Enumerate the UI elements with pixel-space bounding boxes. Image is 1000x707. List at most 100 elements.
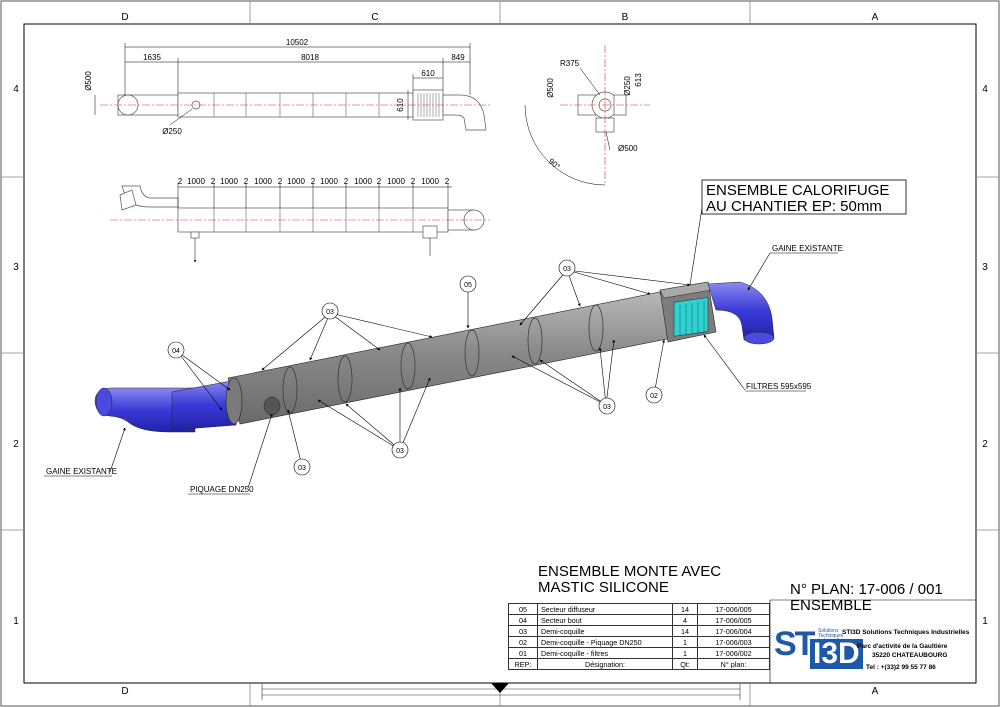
title-block — [769, 599, 976, 683]
dim-diam-left: Ø500 — [84, 71, 93, 91]
logo-3d: I3D — [810, 639, 863, 669]
balloon-03-bottom-label: 03 — [298, 465, 306, 472]
bom-row: 04 Secteur bout 4 17-006/005 — [508, 614, 770, 626]
seg-11: 1000 — [354, 177, 372, 186]
bom-plan: 17-006/004 — [697, 625, 770, 637]
balloon-03-lower-label: 03 — [396, 448, 404, 455]
balloon-03-bottom — [293, 458, 311, 476]
seg-4: 2 — [244, 177, 249, 186]
zone-letter-top-b: B — [622, 12, 629, 23]
bom-plan: 17-006/002 — [697, 647, 770, 659]
detail-diam-top: Ø500 — [546, 78, 555, 98]
piquage-label: PIQUAGE DN250 — [190, 485, 254, 494]
dim-piquage: Ø250 — [162, 127, 182, 136]
zone-letter-top-a: A — [872, 12, 879, 23]
zone-number-left-2: 2 — [13, 439, 19, 450]
plan-name: ENSEMBLE — [790, 597, 872, 614]
bom-rep: 01 — [508, 647, 538, 659]
seg-2: 2 — [211, 177, 216, 186]
calorifuge-line1: ENSEMBLE CALORIFUGE — [706, 182, 889, 199]
bom-header-designation: Désignation: — [537, 658, 673, 670]
assembly-3d — [94, 281, 775, 433]
dim-middle: 8018 — [301, 53, 319, 62]
bom-rep: 02 — [508, 636, 538, 648]
zone-letter-top-d: D — [121, 12, 128, 23]
dim-overall: 10502 — [286, 38, 309, 47]
balloon-02-label: 02 — [650, 393, 658, 400]
balloon-04-label: 04 — [172, 348, 180, 355]
balloon-02 — [645, 386, 663, 404]
bom-designation: Demi-coquille - filtres — [537, 647, 673, 659]
logo-subtitle: Solutions Techniques Industrielles — [818, 628, 845, 644]
bom-header-row: REP: Désignation: Qt: N° plan: — [508, 658, 770, 670]
bom-qty: 1 — [672, 647, 698, 659]
bom-rep: 04 — [508, 614, 538, 626]
bom-designation: Secteur bout — [537, 614, 673, 626]
bom-row: 02 Demi-coquille - Piquage DN250 1 17-00… — [508, 636, 770, 648]
bom-rep: 03 — [508, 625, 538, 637]
balloon-03-top — [558, 259, 576, 277]
company-address1: Parc d'activité de la Gaultière — [857, 643, 948, 650]
seg-5: 1000 — [254, 177, 272, 186]
seg-15: 1000 — [421, 177, 439, 186]
detail-angle: 90° — [547, 157, 562, 172]
filtres-label: FILTRES 595x595 — [746, 382, 812, 391]
balloon-03-top-label: 03 — [563, 266, 571, 273]
right-elbow — [707, 281, 775, 341]
side-view-dimensions: 2 1000 2 1000 2 1000 2 1000 2 1000 2 100… — [178, 177, 450, 186]
bom-plan: 17-006/005 — [697, 603, 770, 615]
top-view-dimensions: 10502 1635 8018 849 610 610 Ø500 Ø250 — [84, 38, 465, 136]
seg-6: 2 — [278, 177, 283, 186]
bill-of-materials: 05 Secteur diffuseur 14 17-006/005 04 Se… — [508, 603, 770, 670]
dim-box: 610 — [421, 69, 435, 78]
bom-row: 03 Demi-coquille 14 17-006/004 — [508, 625, 770, 637]
detail-diam-250: Ø250 — [623, 76, 632, 96]
bom-plan: 17-006/003 — [697, 636, 770, 648]
balloon-03-upper — [321, 302, 339, 320]
zone-letter-top-c: C — [371, 12, 378, 23]
callout-texts: GAINE EXISTANTE GAINE EXISTANTE FILTRES … — [44, 244, 843, 495]
balloon-03-lower — [391, 441, 409, 459]
seg-14: 2 — [411, 177, 416, 186]
dim-left: 1635 — [143, 53, 161, 62]
assembly-note-line2: MASTIC SILICONE — [538, 579, 669, 596]
calorifuge-line2: AU CHANTIER EP: 50mm — [706, 198, 882, 215]
bom-rep: 05 — [508, 603, 538, 615]
gaine-existante-left: GAINE EXISTANTE — [46, 467, 117, 476]
balloon-03-upper-label: 03 — [326, 309, 334, 316]
leader-lines — [109, 194, 771, 489]
bom-row: 01 Demi-coquille - filtres 1 17-006/002 — [508, 647, 770, 659]
bom-row: 05 Secteur diffuseur 14 17-006/005 — [508, 603, 770, 615]
bom-designation: Secteur diffuseur — [537, 603, 673, 615]
bom-header-plan: N° plan: — [697, 658, 770, 670]
company-logo: ST I3D Solutions Techniques Industrielle… — [772, 625, 972, 677]
detail-diam-bottom: Ø500 — [618, 144, 638, 153]
bom-header-rep: REP: — [508, 658, 538, 670]
balloon-03-right-label: 03 — [603, 404, 611, 411]
balloon-labels: 05 03 03 04 03 02 03 03 — [172, 266, 658, 472]
zone-labels: D C B A D A 4 3 2 1 4 3 2 1 — [13, 12, 988, 697]
seg-10: 2 — [344, 177, 349, 186]
balloons — [167, 259, 663, 476]
seg-8: 2 — [311, 177, 316, 186]
zone-letter-bottom-a: A — [872, 686, 879, 697]
detail-view — [524, 45, 650, 186]
bom-qty: 4 — [672, 614, 698, 626]
balloon-04 — [167, 341, 185, 359]
top-view — [94, 43, 490, 131]
seg-1: 1000 — [187, 177, 205, 186]
seg-0: 2 — [178, 177, 183, 186]
plan-number: N° PLAN: 17-006 / 001 — [790, 581, 943, 598]
seg-16: 2 — [445, 177, 450, 186]
balloon-05-label: 05 — [464, 282, 472, 289]
assembly-note-line1: ENSEMBLE MONTE AVEC — [538, 563, 722, 580]
zone-number-right-3: 3 — [982, 262, 988, 273]
zone-number-right-1: 1 — [982, 616, 988, 627]
company-name: STI3D Solutions Techniques Industrielles — [842, 629, 970, 636]
bom-designation: Demi-coquille — [537, 625, 673, 637]
side-view — [110, 183, 490, 263]
company-address2: 35220 CHATEAUBOURG — [872, 652, 948, 659]
bom-qty: 14 — [672, 603, 698, 615]
detail-dim-613: 613 — [634, 73, 643, 87]
